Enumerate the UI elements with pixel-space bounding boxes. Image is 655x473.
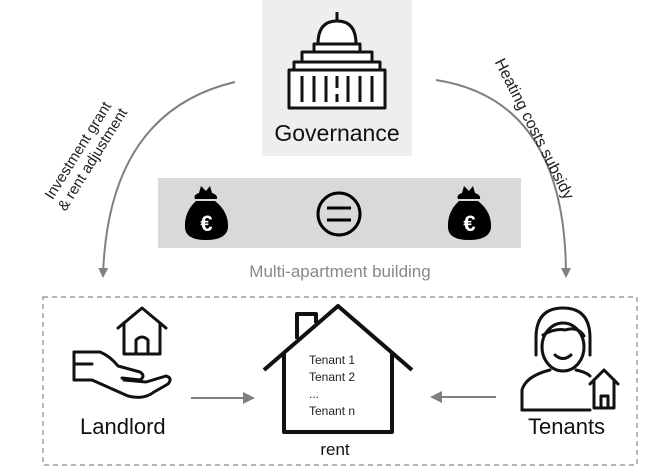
right-flow-arrow <box>435 79 571 278</box>
tenant-list-item: Tenant n <box>309 404 356 418</box>
person-with-house-icon <box>520 306 620 412</box>
rent-label: rent <box>320 440 350 459</box>
governance-label: Governance <box>274 120 400 146</box>
building-label: Multi-apartment building <box>249 262 431 281</box>
tenant-list-item: Tenant 1 <box>309 353 356 367</box>
svg-text:€: € <box>463 211 475 236</box>
tenant-list-item: Tenant 2 <box>309 370 356 384</box>
equals-icon <box>316 191 362 237</box>
hand-holding-house-icon <box>72 306 172 399</box>
euro-money-bag-icon: € <box>184 186 229 240</box>
tenants-label: Tenants <box>528 414 606 439</box>
capitol-building-icon <box>287 12 387 110</box>
euro-money-bag-icon: € <box>447 186 492 240</box>
svg-text:€: € <box>200 211 212 236</box>
landlord-label: Landlord <box>80 414 166 439</box>
building-frame <box>42 296 638 466</box>
tenant-list: Tenant 1 Tenant 2 ... Tenant n <box>309 352 355 420</box>
house-outline-icon <box>262 304 414 434</box>
left-flow-arrow <box>98 81 236 278</box>
tenant-list-item: ... <box>309 387 320 401</box>
